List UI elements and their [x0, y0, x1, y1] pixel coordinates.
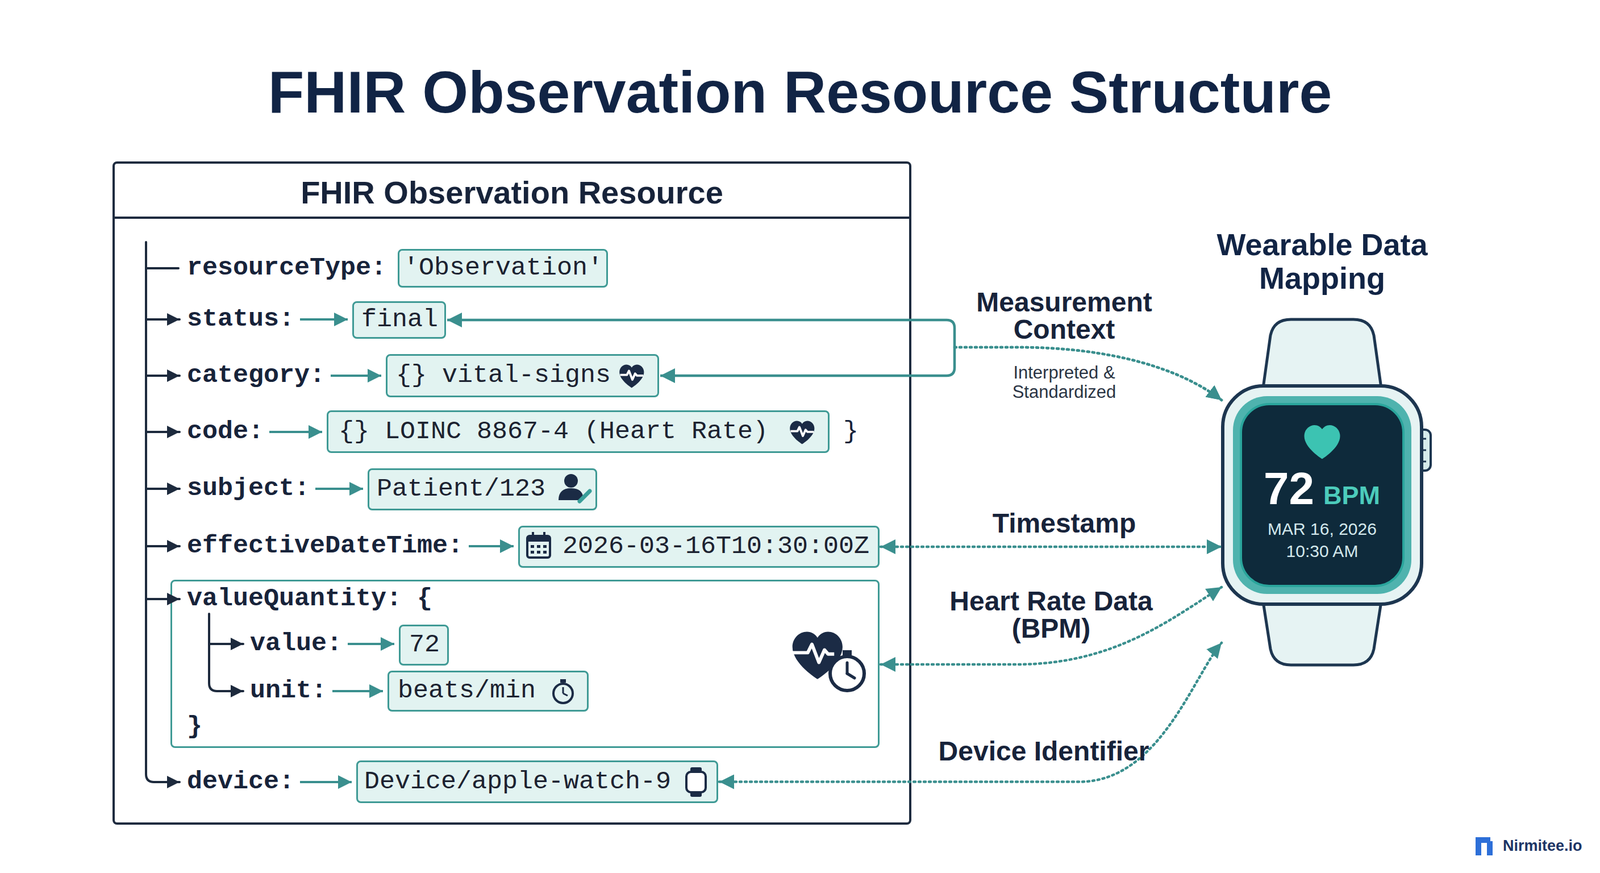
value-box: Patient/123: [367, 468, 598, 511]
field-name: value:: [250, 629, 343, 658]
screen-reading: MAR 16, 2026: [1267, 519, 1377, 539]
watch-bezel: [1232, 396, 1412, 594]
watch-crown: [1419, 438, 1427, 440]
connector-label: Timestamp: [950, 509, 1178, 537]
value-box: 'Observation': [397, 248, 608, 288]
value-box: 2026-03-16T10:30:00Z: [518, 525, 880, 568]
connector-line: [880, 545, 1222, 549]
watch-case: [1222, 385, 1422, 604]
field-name: unit:: [250, 676, 327, 706]
value-box: final: [352, 301, 447, 339]
connector-label: Device Identifier: [901, 737, 1186, 765]
brand-logo: [1475, 836, 1493, 856]
data-mapping-connector: [880, 586, 1222, 665]
connector-line: [880, 586, 1222, 665]
value-box: beats/min: [387, 670, 589, 712]
field-name: category:: [186, 361, 325, 390]
diagram-title: FHIR Observation Resource Structure: [0, 59, 1600, 125]
brand-logo: [1475, 836, 1482, 856]
watch-crown: [1419, 460, 1427, 463]
node-text: 2026-03-16T10:30:00Z: [562, 532, 870, 561]
node-text: beats/min: [397, 676, 536, 706]
node-text: {} LOINC 8867-4 (Heart Rate): [338, 417, 769, 447]
smartwatch-illustration: [1222, 319, 1431, 665]
field-name: code:: [186, 417, 264, 447]
note: Interpreted & Standardized: [996, 363, 1133, 402]
screen-reading: 72: [1263, 463, 1315, 514]
heart-icon: [1304, 425, 1341, 460]
watch-screen: [1240, 403, 1404, 586]
node-text: }: [186, 712, 203, 741]
watch-band: [1262, 319, 1382, 393]
brand-logo: [1475, 836, 1491, 843]
node-text: 72: [409, 630, 440, 660]
node-text: valueQuantity: {: [186, 584, 433, 614]
watch-crown: [1419, 449, 1427, 452]
value-box: {} vital-signs: [385, 353, 660, 398]
connector-label: Measurement Context: [961, 288, 1167, 344]
value-box: {} LOINC 8867-4 (Heart Rate): [326, 410, 830, 453]
data-mapping-connector: [880, 546, 1222, 548]
screen-reading: 10:30 AM: [1286, 541, 1359, 561]
watch-band: [1262, 597, 1382, 665]
field-name: subject:: [186, 474, 310, 503]
field-name: device:: [186, 767, 295, 797]
screen-reading: BPM: [1323, 481, 1381, 510]
section-heading: Wearable Data Mapping: [1197, 227, 1448, 296]
field-name: status:: [186, 305, 295, 334]
value-box: 72: [398, 624, 449, 666]
smartwatch: 72 BPM MAR 16, 202610:30 AM: [1221, 318, 1433, 668]
watch-crown: [1414, 429, 1431, 471]
node-text: {} vital-signs: [396, 361, 611, 390]
node-text: final: [361, 305, 439, 335]
closing-brace: }: [843, 417, 859, 447]
value-box: Device/apple-watch-9: [356, 760, 719, 803]
value-quantity-group: valueQuantity: {} 72 beats/min: [170, 579, 880, 748]
field-name: resourceType:: [186, 253, 387, 283]
field-name: effectiveDateTime:: [186, 531, 464, 561]
panel-heading: FHIR Observation Resource: [300, 175, 724, 211]
brand-logo: [1486, 840, 1493, 856]
node-text: 'Observation': [403, 253, 603, 283]
connector-label: Heart Rate Data (BPM): [937, 587, 1165, 643]
watermark: Nirmitee.io: [1502, 837, 1583, 855]
node-text: Patient/123: [376, 475, 546, 504]
node-text: Device/apple-watch-9: [364, 767, 672, 797]
